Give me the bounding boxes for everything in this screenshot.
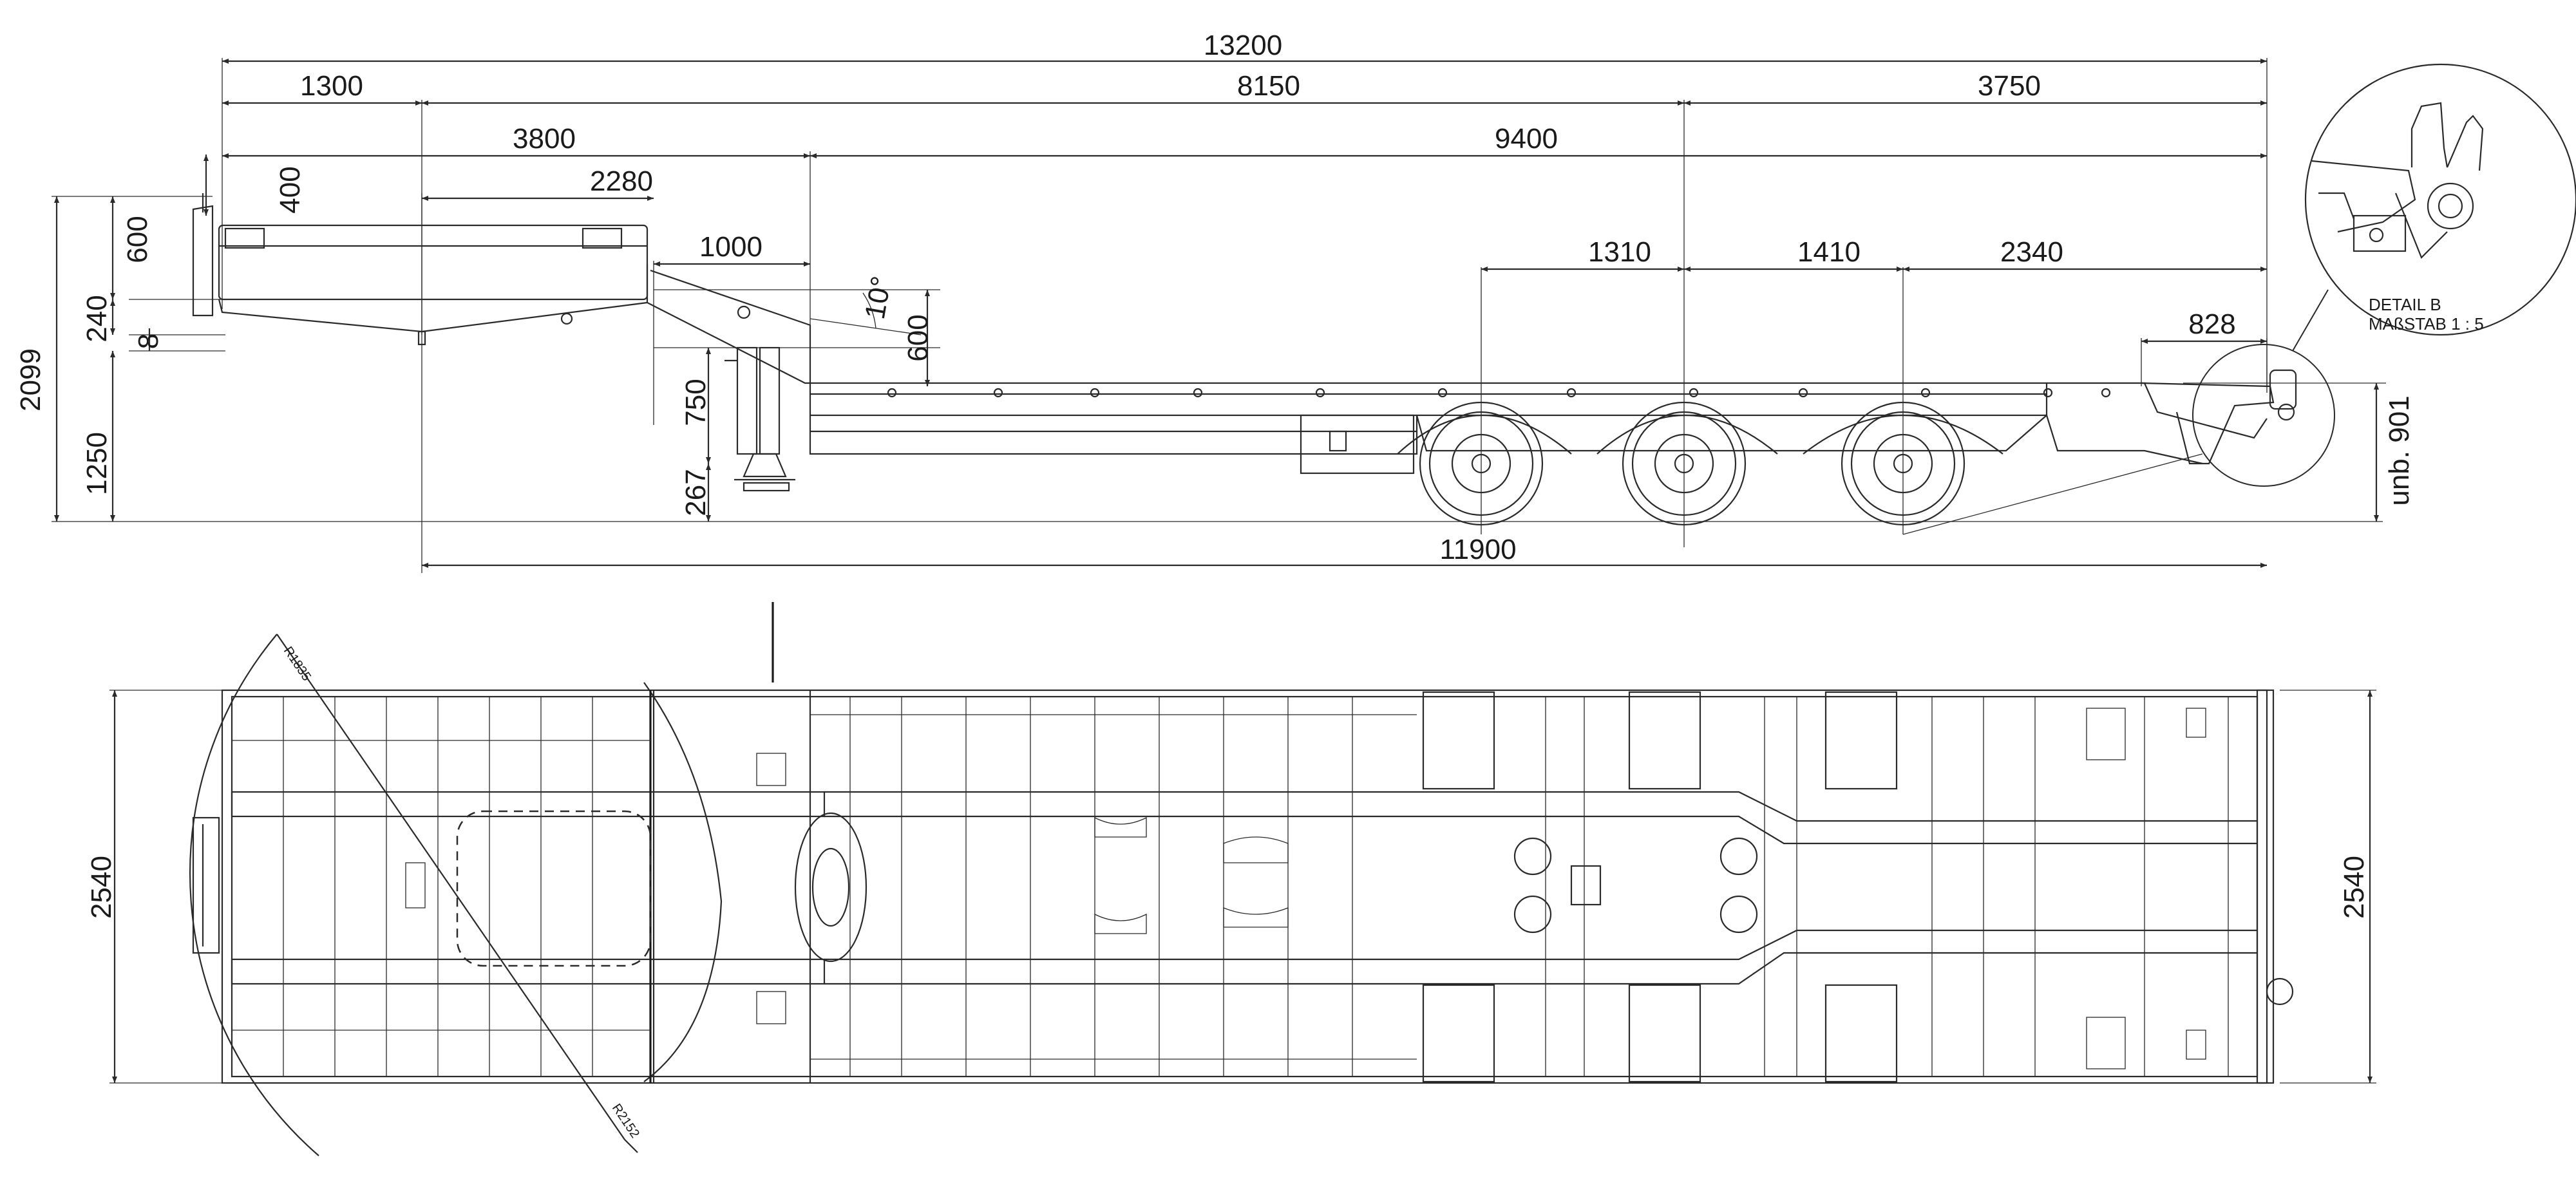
dim-neck-drop: 600 xyxy=(902,314,934,361)
dim-ramp-length: 828 xyxy=(2188,308,2235,340)
trailer-side-outline xyxy=(192,193,2297,492)
dim-rear-height: unb. 901 xyxy=(2383,395,2415,505)
dim-rear-overhang: 2340 xyxy=(2000,236,2063,268)
top-view: 2540 2540 R1835 R2152 xyxy=(86,602,2376,1156)
detail-callout xyxy=(1902,289,2335,535)
dim-support-leg: 750 xyxy=(680,379,712,426)
wheel xyxy=(1622,401,1747,526)
wheel xyxy=(1841,401,1965,526)
dim-plate-thickness: 8 xyxy=(133,334,164,349)
angle-marker xyxy=(810,292,922,335)
dim-total-height: 2099 xyxy=(15,348,46,411)
top-view-labels: 2540 2540 R1835 R2152 xyxy=(86,644,2370,1140)
chassis-top-outline xyxy=(192,602,2294,1084)
detail-title: DETAIL B xyxy=(2369,295,2441,314)
extension-lines xyxy=(52,58,2386,573)
side-view: 13200 1300 8150 3750 3800 9400 2280 1000… xyxy=(15,30,2576,573)
vertical-dimension-lines xyxy=(54,155,2379,522)
dim-rear: 3750 xyxy=(1978,70,2041,102)
dim-axle-front-spacing: 1310 xyxy=(1588,236,1651,268)
dim-gooseneck-height: 600 xyxy=(122,216,153,263)
dim-wheelbase-total: 11900 xyxy=(1439,534,1516,565)
dim-overall: 13200 xyxy=(1204,30,1282,61)
dim-middle: 8150 xyxy=(1237,70,1300,102)
dim-kingpin-to-neck: 3800 xyxy=(513,123,576,155)
swing-radius-arcs xyxy=(189,634,723,1156)
wheel xyxy=(1419,401,1544,526)
cross-members xyxy=(232,697,2229,1077)
angle-label: 10° xyxy=(859,274,898,321)
wheels xyxy=(1419,401,1965,526)
dim-width-right: 2540 xyxy=(2338,856,2370,919)
dim-foot-height: 267 xyxy=(680,469,712,516)
detail-b-circle xyxy=(2304,63,2576,336)
radius-swing-label: R2152 xyxy=(609,1101,642,1140)
dim-front-overhang: 1300 xyxy=(300,70,363,102)
side-view-labels: 13200 1300 8150 3750 3800 9400 2280 1000… xyxy=(15,30,2484,565)
dim-deck-height: 1250 xyxy=(81,432,113,495)
dim-gooseneck-deck: 2280 xyxy=(590,165,653,197)
dim-axle-rear-spacing: 1410 xyxy=(1797,236,1861,268)
detail-scale: MAßSTAB 1 : 5 xyxy=(2369,314,2484,334)
radius-front-label: R1835 xyxy=(281,644,314,683)
dim-fifth-wheel: 240 xyxy=(81,295,113,342)
dim-width-left: 2540 xyxy=(86,856,117,919)
dim-gooseneck-slope: 1000 xyxy=(699,231,762,263)
dim-kingpin-to-rear: 9400 xyxy=(1495,123,1558,155)
horizontal-dimension-lines xyxy=(222,59,2267,568)
dim-front-wall: 400 xyxy=(274,166,306,213)
width-dimension-lines xyxy=(109,690,2376,1084)
